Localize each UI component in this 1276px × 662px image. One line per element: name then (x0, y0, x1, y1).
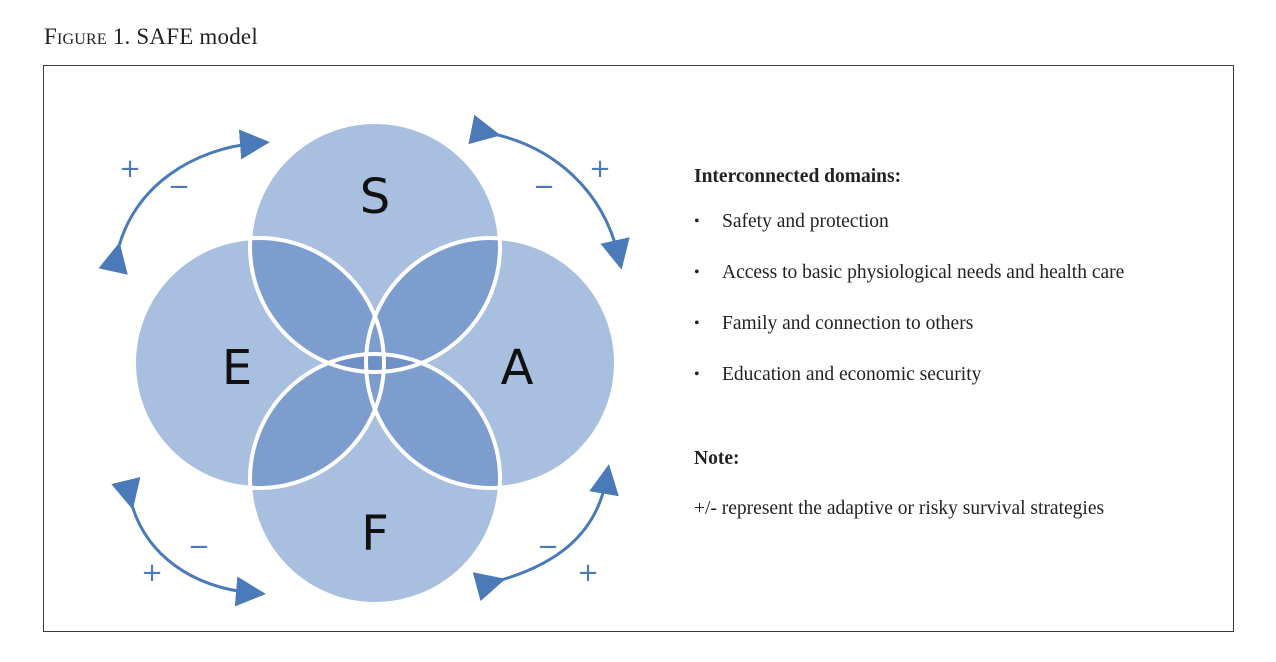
note-text: +/- represent the adaptive or risky surv… (694, 498, 1105, 519)
figure-caption: Figure 1. SAFE model (44, 24, 258, 50)
list-item: • Safety and protection (694, 210, 1214, 261)
domain-item-safety: Safety and protection (722, 211, 889, 232)
sign-minus-bottom-left: − (188, 532, 210, 562)
figure-title: SAFE model (130, 24, 258, 49)
figure-frame: S E A F + − + − − + − + Interconnected d… (43, 65, 1234, 632)
sign-minus-top-right: − (533, 172, 555, 202)
sign-minus-bottom-right: − (537, 532, 559, 562)
sign-plus-top-left: + (119, 154, 141, 184)
list-item: • Family and connection to others (694, 312, 1214, 363)
domain-letter-e: E (222, 340, 252, 396)
legend-panel: Interconnected domains: • Safety and pro… (694, 166, 1214, 520)
bullet-icon: • (694, 315, 700, 332)
domain-letter-f: F (361, 506, 389, 562)
safe-venn-diagram: S E A F + − + − − + − + (98, 114, 630, 607)
arrow-bottom-right (472, 464, 619, 602)
domain-item-family: Family and connection to others (722, 313, 974, 334)
domain-letter-a: A (501, 340, 534, 396)
arrow-bottom-left (111, 476, 266, 607)
bullet-icon: • (694, 213, 700, 230)
bullet-icon: • (694, 366, 700, 383)
domain-list: • Safety and protection • Access to basi… (694, 210, 1214, 414)
arrow-top-left (98, 129, 270, 275)
domain-item-education: Education and economic security (722, 364, 982, 385)
bullet-icon: • (694, 264, 700, 281)
sign-plus-bottom-left: + (141, 558, 163, 588)
list-item: • Access to basic physiological needs an… (694, 261, 1214, 312)
sign-minus-top-left: − (168, 172, 190, 202)
legend-heading: Interconnected domains: (694, 166, 902, 187)
domain-item-access: Access to basic physiological needs and … (722, 262, 1125, 283)
note-heading: Note: (694, 448, 740, 469)
sign-plus-bottom-right: + (577, 558, 599, 588)
figure-label: Figure 1. (44, 24, 131, 49)
sign-plus-top-right: + (589, 154, 611, 184)
arrow-top-right (468, 114, 630, 270)
domain-letter-s: S (360, 169, 390, 225)
list-item: • Education and economic security (694, 363, 1214, 414)
